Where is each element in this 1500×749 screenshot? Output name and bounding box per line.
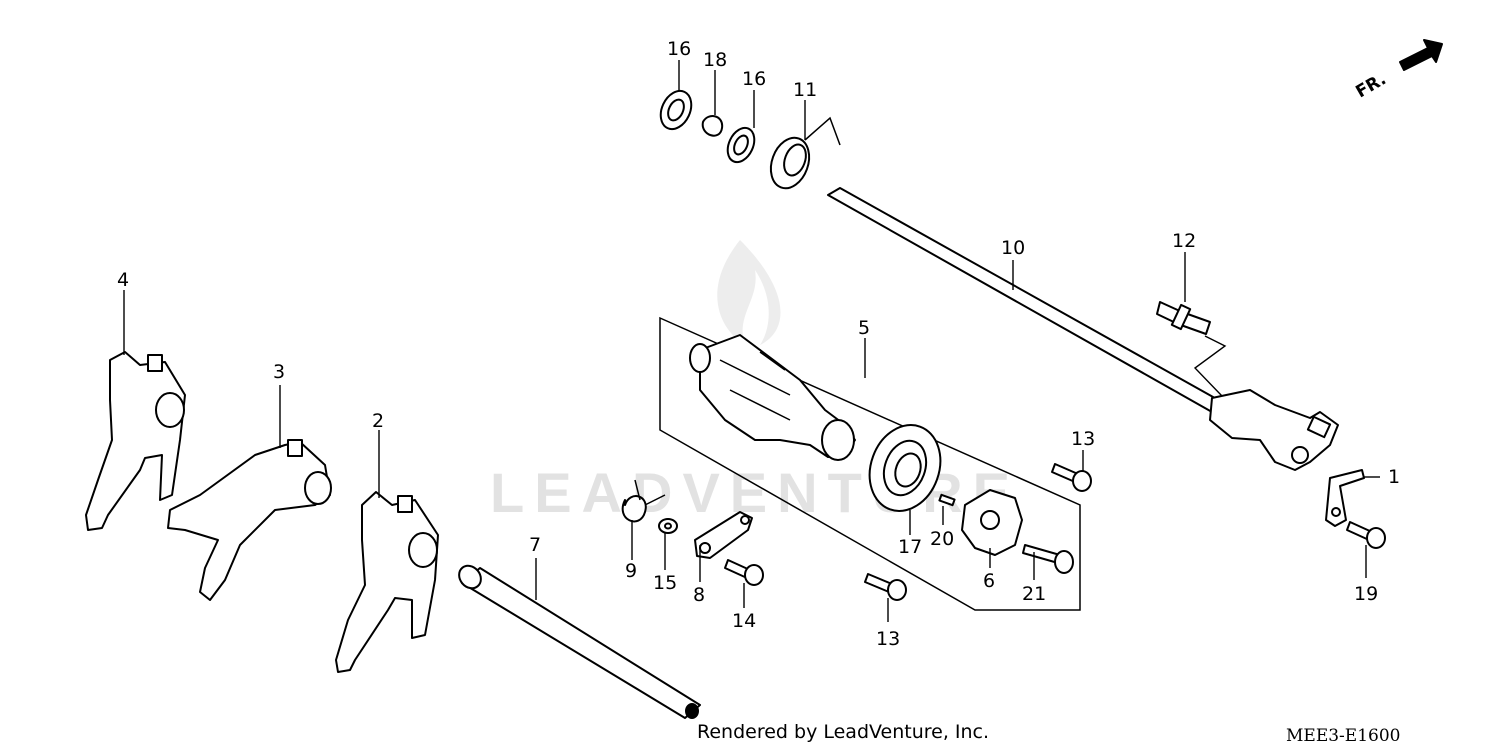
front-direction-arrow: FR. bbox=[1353, 39, 1443, 102]
shift-fork-left bbox=[85, 351, 186, 531]
callout-17: 17 bbox=[898, 536, 922, 558]
gearshift-spindle bbox=[827, 187, 1339, 471]
callout-4: 4 bbox=[117, 269, 129, 291]
callout-10: 10 bbox=[1001, 237, 1025, 259]
credit-text: Rendered by LeadVenture, Inc. bbox=[697, 721, 989, 743]
callout-labels: 1 2 3 4 5 6 7 8 9 10 11 12 13 13 14 15 1… bbox=[117, 38, 1400, 650]
shift-fork-right bbox=[335, 491, 439, 673]
callout-5: 5 bbox=[858, 317, 870, 339]
callout-6: 6 bbox=[983, 570, 995, 592]
callout-13-lower: 13 bbox=[876, 628, 900, 650]
stopper-spring bbox=[621, 479, 666, 523]
callout-20: 20 bbox=[930, 528, 954, 550]
bolt-19 bbox=[1346, 521, 1386, 549]
leader-lines bbox=[123, 60, 1380, 622]
callout-7: 7 bbox=[529, 534, 541, 556]
washer-16-right bbox=[726, 126, 756, 164]
callout-15: 15 bbox=[653, 572, 677, 594]
callout-13-upper: 13 bbox=[1071, 428, 1095, 450]
callout-8: 8 bbox=[693, 584, 705, 606]
callout-9: 9 bbox=[625, 560, 637, 582]
callout-16-left: 16 bbox=[667, 38, 691, 60]
callout-3: 3 bbox=[273, 361, 285, 383]
bearing bbox=[868, 424, 942, 512]
bolt-13-lower bbox=[864, 573, 907, 601]
circlip bbox=[701, 115, 724, 137]
callout-18: 18 bbox=[703, 49, 727, 71]
dowel-pin bbox=[938, 493, 956, 507]
washer-16-left bbox=[659, 89, 693, 131]
return-spring bbox=[769, 116, 841, 190]
shift-fork-shaft bbox=[458, 564, 701, 719]
assembly-group-outline bbox=[659, 316, 1081, 611]
front-direction-label: FR. bbox=[1353, 69, 1390, 102]
bolt-21 bbox=[1022, 544, 1074, 574]
stud-bolt bbox=[1156, 301, 1211, 335]
shift-fork-center bbox=[167, 439, 332, 601]
shift-drum bbox=[689, 334, 856, 461]
drum-center bbox=[961, 489, 1023, 556]
callout-12: 12 bbox=[1172, 230, 1196, 252]
callout-16-right: 16 bbox=[742, 68, 766, 90]
callout-1: 1 bbox=[1388, 466, 1400, 488]
plate bbox=[1325, 469, 1365, 527]
callout-11: 11 bbox=[793, 79, 817, 101]
bolt-14 bbox=[724, 559, 764, 586]
callout-21: 21 bbox=[1022, 583, 1046, 605]
washer-15 bbox=[658, 518, 678, 534]
stopper-arm bbox=[694, 511, 753, 559]
callout-19: 19 bbox=[1354, 583, 1378, 605]
callout-2: 2 bbox=[372, 410, 384, 432]
diagram-code: MEE3-E1600 bbox=[1286, 726, 1400, 746]
bolt-13-upper bbox=[1051, 463, 1092, 492]
callout-14: 14 bbox=[732, 610, 756, 632]
